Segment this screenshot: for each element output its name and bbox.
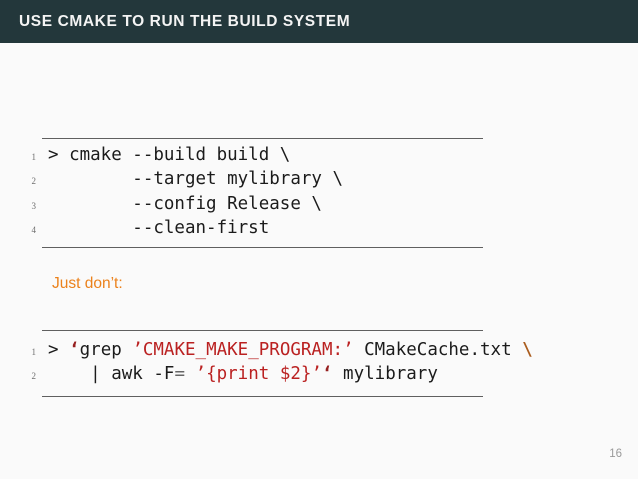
code-token-plain: --config Release \ [48,193,322,214]
code-token-plain: --target mylibrary \ [48,169,344,190]
code-line: 1 > ‘grep ’CMAKE_MAKE_PROGRAM:’ CMakeCach… [0,338,638,362]
code-block-cmake-build: 1> cmake --build build \2 --target mylib… [0,143,638,240]
slide-header: USE CMAKE TO RUN THE BUILD SYSTEM [0,0,638,43]
code-token-plain: CMakeCache.txt [353,340,523,360]
code-token-plain: --clean-first [48,217,270,238]
line-number: 2 [31,371,37,382]
code-token-operator: = [174,364,185,385]
code-token-plain: | awk -F [48,364,175,385]
code-content: --config Release \ [48,192,322,216]
line-number: 4 [31,224,37,235]
code-line: 2 | awk -F= ’{print $2}’‘ mylibrary [0,362,638,386]
line-number: 1 [31,152,37,162]
code-block-1-bottom-rule [42,247,483,248]
code-content: > ‘grep ’CMAKE_MAKE_PROGRAM:’ CMakeCache… [48,338,533,362]
code-content: > cmake --build build \ [48,143,290,167]
code-block-grep-awk: 1> ‘grep ’CMAKE_MAKE_PROGRAM:’ CMakeCach… [0,338,638,387]
code-line: 3 --config Release \ [0,192,638,216]
line-number: 3 [31,200,37,211]
code-line: 4 --clean-first [0,216,638,240]
code-content: --target mylibrary \ [48,167,343,191]
code-token-backtick: ‘ [69,340,80,360]
code-content: --clean-first [48,216,269,240]
code-token-plain: mylibrary [332,364,438,385]
code-token-plain: > [48,340,70,360]
code-block-2-top-rule [42,330,483,331]
code-token-escape: \ [522,340,533,360]
code-block-2-bottom-rule [42,396,483,397]
alert-text: Just don’t: [52,275,123,292]
code-token-backtick: ‘ [321,364,333,385]
line-number: 1 [31,347,37,357]
code-content: | awk -F= ’{print $2}’‘ mylibrary [48,362,438,386]
code-token-string: ’{print $2}’ [195,364,322,385]
code-line: 1 > cmake --build build \ [0,143,638,167]
page-number: 16 [609,448,622,460]
code-token-string: ’CMAKE_MAKE_PROGRAM:’ [132,340,354,360]
line-number: 2 [31,176,37,187]
code-token-plain [185,364,196,384]
code-token-plain: > cmake --build build \ [48,145,291,165]
code-line: 2 --target mylibrary \ [0,167,638,191]
code-token-plain: grep [79,340,133,360]
slide-title: USE CMAKE TO RUN THE BUILD SYSTEM [19,13,351,30]
code-block-1-top-rule [42,138,483,139]
